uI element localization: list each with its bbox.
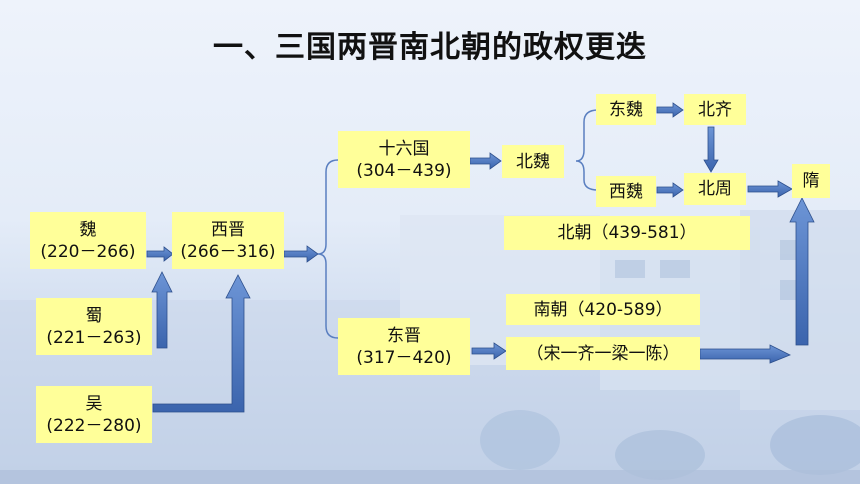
node-shiliuguo-name: 十六国 bbox=[378, 138, 430, 159]
brace-xijin bbox=[317, 159, 339, 339]
node-dongwei: 东魏 bbox=[596, 94, 656, 125]
node-dongjin-name: 东晋 bbox=[387, 325, 421, 346]
node-xiwei: 西魏 bbox=[596, 176, 656, 207]
node-sui: 隋 bbox=[792, 164, 830, 198]
arrow-16-beiwei bbox=[469, 152, 502, 170]
node-xijin-period: (266－316) bbox=[180, 241, 276, 262]
node-shu-period: (221－263) bbox=[46, 327, 142, 348]
arrow-wu-xijin bbox=[152, 274, 251, 413]
node-beizhou: 北周 bbox=[684, 173, 746, 205]
arrow-dongwei-beiqi bbox=[656, 102, 684, 118]
node-shiliuguo-period: (304－439) bbox=[356, 160, 452, 181]
arrow-nanchao-sui bbox=[699, 344, 791, 364]
label-nanchao: 南朝（420-589） bbox=[506, 294, 700, 325]
node-shu: 蜀 (221－263) bbox=[36, 298, 152, 355]
label-beichao: 北朝（439-581） bbox=[504, 216, 750, 250]
arrow-up-to-sui bbox=[789, 197, 815, 346]
arrow-wei-xijin bbox=[146, 246, 174, 262]
node-wu: 吴 (222－280) bbox=[36, 386, 152, 443]
node-dongjin: 东晋 (317－420) bbox=[338, 318, 470, 375]
label-nanchao-dynasties: （宋一齐一梁一陈） bbox=[506, 337, 700, 370]
arrow-beiqi-beizhou bbox=[703, 126, 719, 173]
node-shiliuguo: 十六国 (304－439) bbox=[338, 131, 470, 188]
node-beiwei-name: 北魏 bbox=[516, 151, 550, 172]
arrow-shu-xijin bbox=[151, 271, 173, 349]
arrow-beizhou-sui bbox=[747, 180, 793, 198]
node-dongwei-name: 东魏 bbox=[609, 99, 643, 120]
arrow-xiwei-beizhou bbox=[656, 182, 684, 198]
node-wei-name: 魏 bbox=[79, 219, 97, 240]
brace-beiwei bbox=[575, 109, 599, 191]
label-nanchao-dynasties-text: （宋一齐一梁一陈） bbox=[526, 343, 680, 364]
node-beiqi: 北齐 bbox=[684, 94, 746, 125]
node-wu-name: 吴 bbox=[85, 393, 103, 414]
node-xijin: 西晋 (266－316) bbox=[172, 212, 284, 269]
node-xiwei-name: 西魏 bbox=[609, 181, 643, 202]
node-wei: 魏 (220－266) bbox=[30, 212, 146, 269]
arrow-dongjin-nanchao bbox=[471, 342, 507, 360]
node-shu-name: 蜀 bbox=[85, 305, 103, 326]
node-xijin-name: 西晋 bbox=[211, 219, 245, 240]
label-beichao-text: 北朝（439-581） bbox=[557, 223, 697, 243]
node-beiqi-name: 北齐 bbox=[698, 99, 732, 120]
node-wu-period: (222－280) bbox=[46, 415, 142, 436]
node-dongjin-period: (317－420) bbox=[356, 347, 452, 368]
arrow-xijin-split bbox=[283, 245, 319, 263]
page-title: 一、三国两晋南北朝的政权更迭 bbox=[213, 30, 647, 65]
node-sui-name: 隋 bbox=[802, 171, 820, 191]
node-wei-period: (220－266) bbox=[40, 241, 136, 262]
node-beiwei: 北魏 bbox=[502, 145, 564, 178]
label-nanchao-text: 南朝（420-589） bbox=[533, 299, 673, 320]
node-beizhou-name: 北周 bbox=[698, 179, 732, 199]
